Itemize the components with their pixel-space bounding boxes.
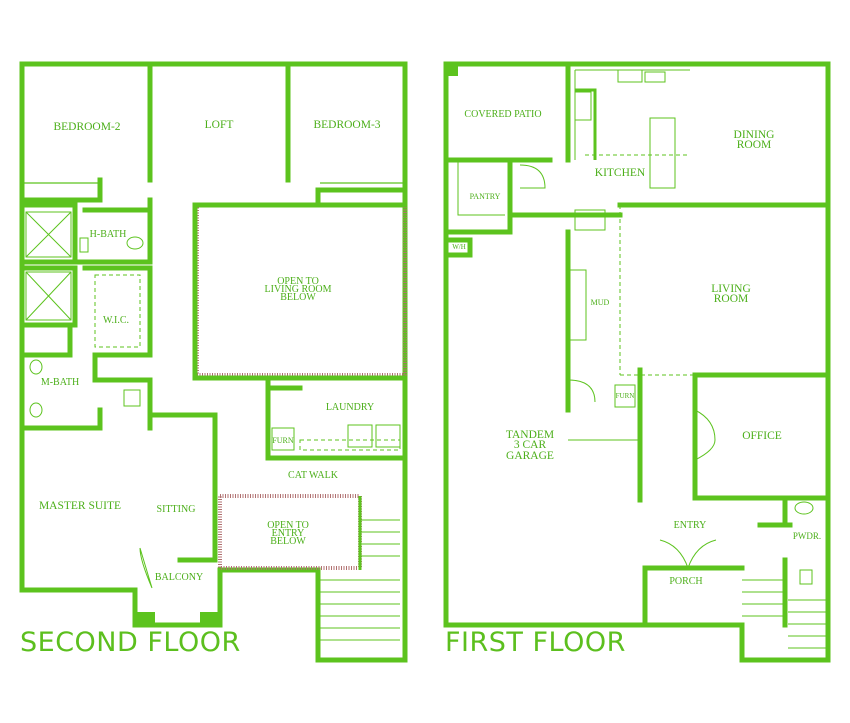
balcony-post-left [135,612,155,625]
label-garage-3: GARAGE [506,450,554,462]
label-dining-2: ROOM [737,139,772,151]
second-floor-outer-wall [19,61,408,663]
label-open-living-2: LIVING ROOM [265,284,332,295]
label-entry: ENTRY [674,520,707,531]
label-mud: MUD [591,298,610,307]
label-garage-1: TANDEM [506,429,554,441]
label-wh: W/H [452,243,466,251]
hbath-wall [19,177,153,265]
label-furn: FURN [272,436,294,445]
label-office: OFFICE [742,430,782,442]
label-open-entry-3: BELOW [270,536,306,547]
label-hbath: H-BATH [90,229,127,240]
label-open-entry-1: OPEN TO [267,520,309,531]
label-garage-2: 3 CAR [514,439,547,451]
label-pwdr: PWDR. [793,531,821,541]
label-pantry: PANTRY [470,192,501,201]
label-catwalk: CAT WALK [288,470,339,481]
label-living-2: ROOM [714,293,749,305]
second-floor-title: SECOND FLOOR [20,627,241,658]
label-porch: PORCH [669,576,702,587]
bedroom2-wall [19,61,153,213]
bedroom3-wall [285,61,408,208]
label-dining-1: DINING [734,129,775,141]
second-floor-stairs [318,519,400,641]
label-bedroom3: BEDROOM-3 [313,119,380,131]
label-sitting: SITTING [157,504,196,515]
first-floor-title: FIRST FLOOR [445,627,626,658]
label-mbath: M-BATH [41,377,79,388]
label-loft: LOFT [205,119,234,131]
label-balcony: BALCONY [155,572,203,583]
first-floor-plan: COVERED PATIO PANTRY KITCHEN DINING ROOM… [443,61,831,663]
label-living-1: LIVING [711,283,751,295]
first-floor-stairs [742,579,828,649]
label-laundry: LAUNDRY [326,402,374,413]
label-first-furn: FURN [616,392,635,400]
label-wic: W.I.C. [103,315,129,326]
balcony-wall [133,570,222,627]
second-floor-plan: BEDROOM-2 LOFT BEDROOM-3 H-BATH OPEN TO … [19,61,408,663]
label-bedroom2: BEDROOM-2 [53,121,120,133]
first-floor-outer-wall [443,61,831,663]
label-master-suite: MASTER SUITE [39,500,121,512]
balcony-post-right [200,612,220,625]
label-open-entry-2: ENTRY [272,528,305,539]
label-covered-patio: COVERED PATIO [464,109,541,120]
label-kitchen: KITCHEN [595,167,646,179]
label-open-living-1: OPEN TO [277,276,319,287]
label-open-living-3: BELOW [280,292,316,303]
